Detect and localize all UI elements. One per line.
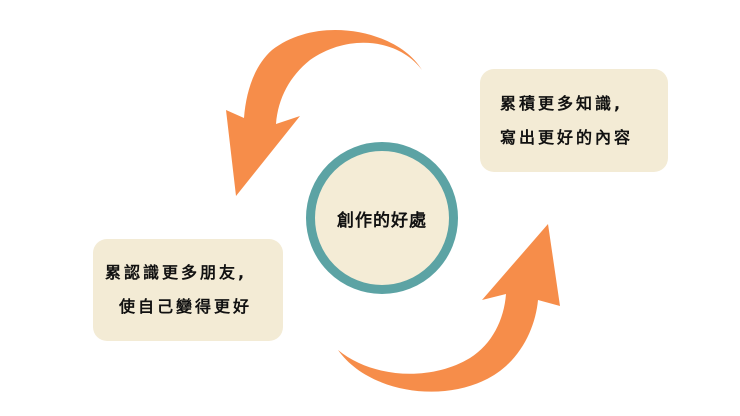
left-card-line-2: 使自己變得更好	[119, 297, 253, 316]
left-card-line-1: 累認識更多朋友,	[105, 263, 248, 282]
bottom-curved-arrow-icon	[338, 224, 560, 392]
right-card-line-2: 寫出更好的內容	[500, 127, 634, 147]
top-arrow-body	[226, 29, 422, 197]
right-card-line-1: 累積更多知識,	[500, 93, 624, 113]
right-card: 累積更多知識, 寫出更好的內容	[480, 69, 668, 172]
bottom-arrow-body	[338, 224, 560, 392]
top-curved-arrow-icon	[226, 29, 422, 197]
left-card: 累認識更多朋友, 使自己變得更好	[93, 239, 283, 341]
center-circle: 創作的好處	[306, 142, 458, 294]
center-label: 創作的好處	[337, 210, 427, 231]
